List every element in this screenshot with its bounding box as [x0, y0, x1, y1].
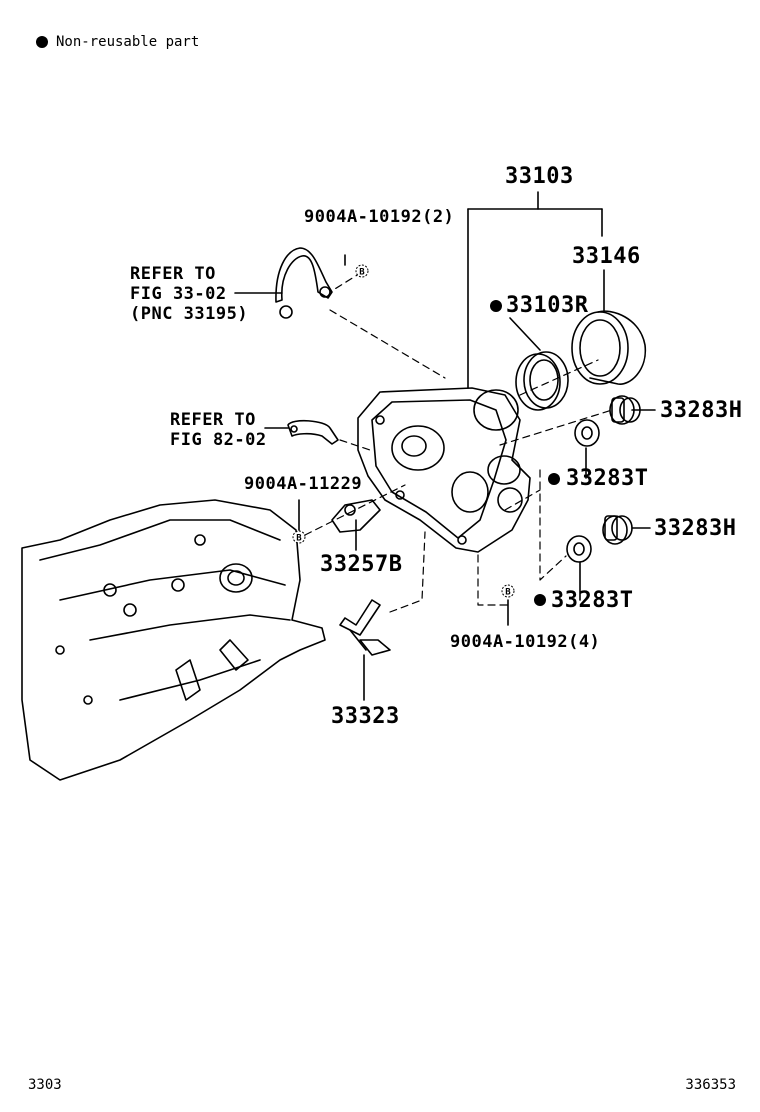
ref1-line3: (PNC 33195) [130, 304, 249, 324]
label-33323: 33323 [331, 704, 400, 729]
ref1-line2: FIG 33-02 [130, 284, 227, 304]
svg-text:B: B [505, 588, 511, 598]
legend: Non-reusable part [36, 34, 199, 50]
label-bolt-bottom: 9004A-10192(4) [450, 632, 601, 652]
label-33103R: 33103R [506, 293, 589, 318]
label-33283H-a: 33283H [660, 398, 743, 423]
footer-left-code: 3303 [28, 1077, 62, 1093]
legend-text: Non-reusable part [56, 34, 200, 50]
bolt-marker-mid-icon: B [292, 530, 306, 544]
ref2-line2: FIG 82-02 [170, 430, 267, 450]
bolt-marker-bottom-icon: B [501, 584, 515, 598]
label-33257B: 33257B [320, 552, 403, 577]
svg-text:B: B [359, 268, 365, 278]
ref2-line1: REFER TO [170, 410, 256, 430]
label-33283T-b: 33283T [551, 588, 634, 613]
label-33103: 33103 [505, 164, 574, 189]
non-reusable-dot-icon [36, 36, 48, 48]
non-reusable-dot-33103R-icon [490, 300, 502, 312]
label-33146: 33146 [572, 244, 641, 269]
footer-right-code: 336353 [685, 1077, 736, 1093]
bracket-33103 [467, 191, 603, 389]
label-33283H-b: 33283H [654, 516, 737, 541]
bolt-marker-top-icon: B [355, 264, 369, 278]
label-bolt-top: 9004A-10192(2) [304, 207, 455, 227]
svg-text:B: B [296, 534, 302, 544]
label-33283T-a: 33283T [566, 466, 649, 491]
non-reusable-dot-33283T-b-icon [534, 594, 546, 606]
label-bolt-mid: 9004A-11229 [244, 474, 363, 494]
ref1-line1: REFER TO [130, 264, 216, 284]
non-reusable-dot-33283T-a-icon [548, 473, 560, 485]
